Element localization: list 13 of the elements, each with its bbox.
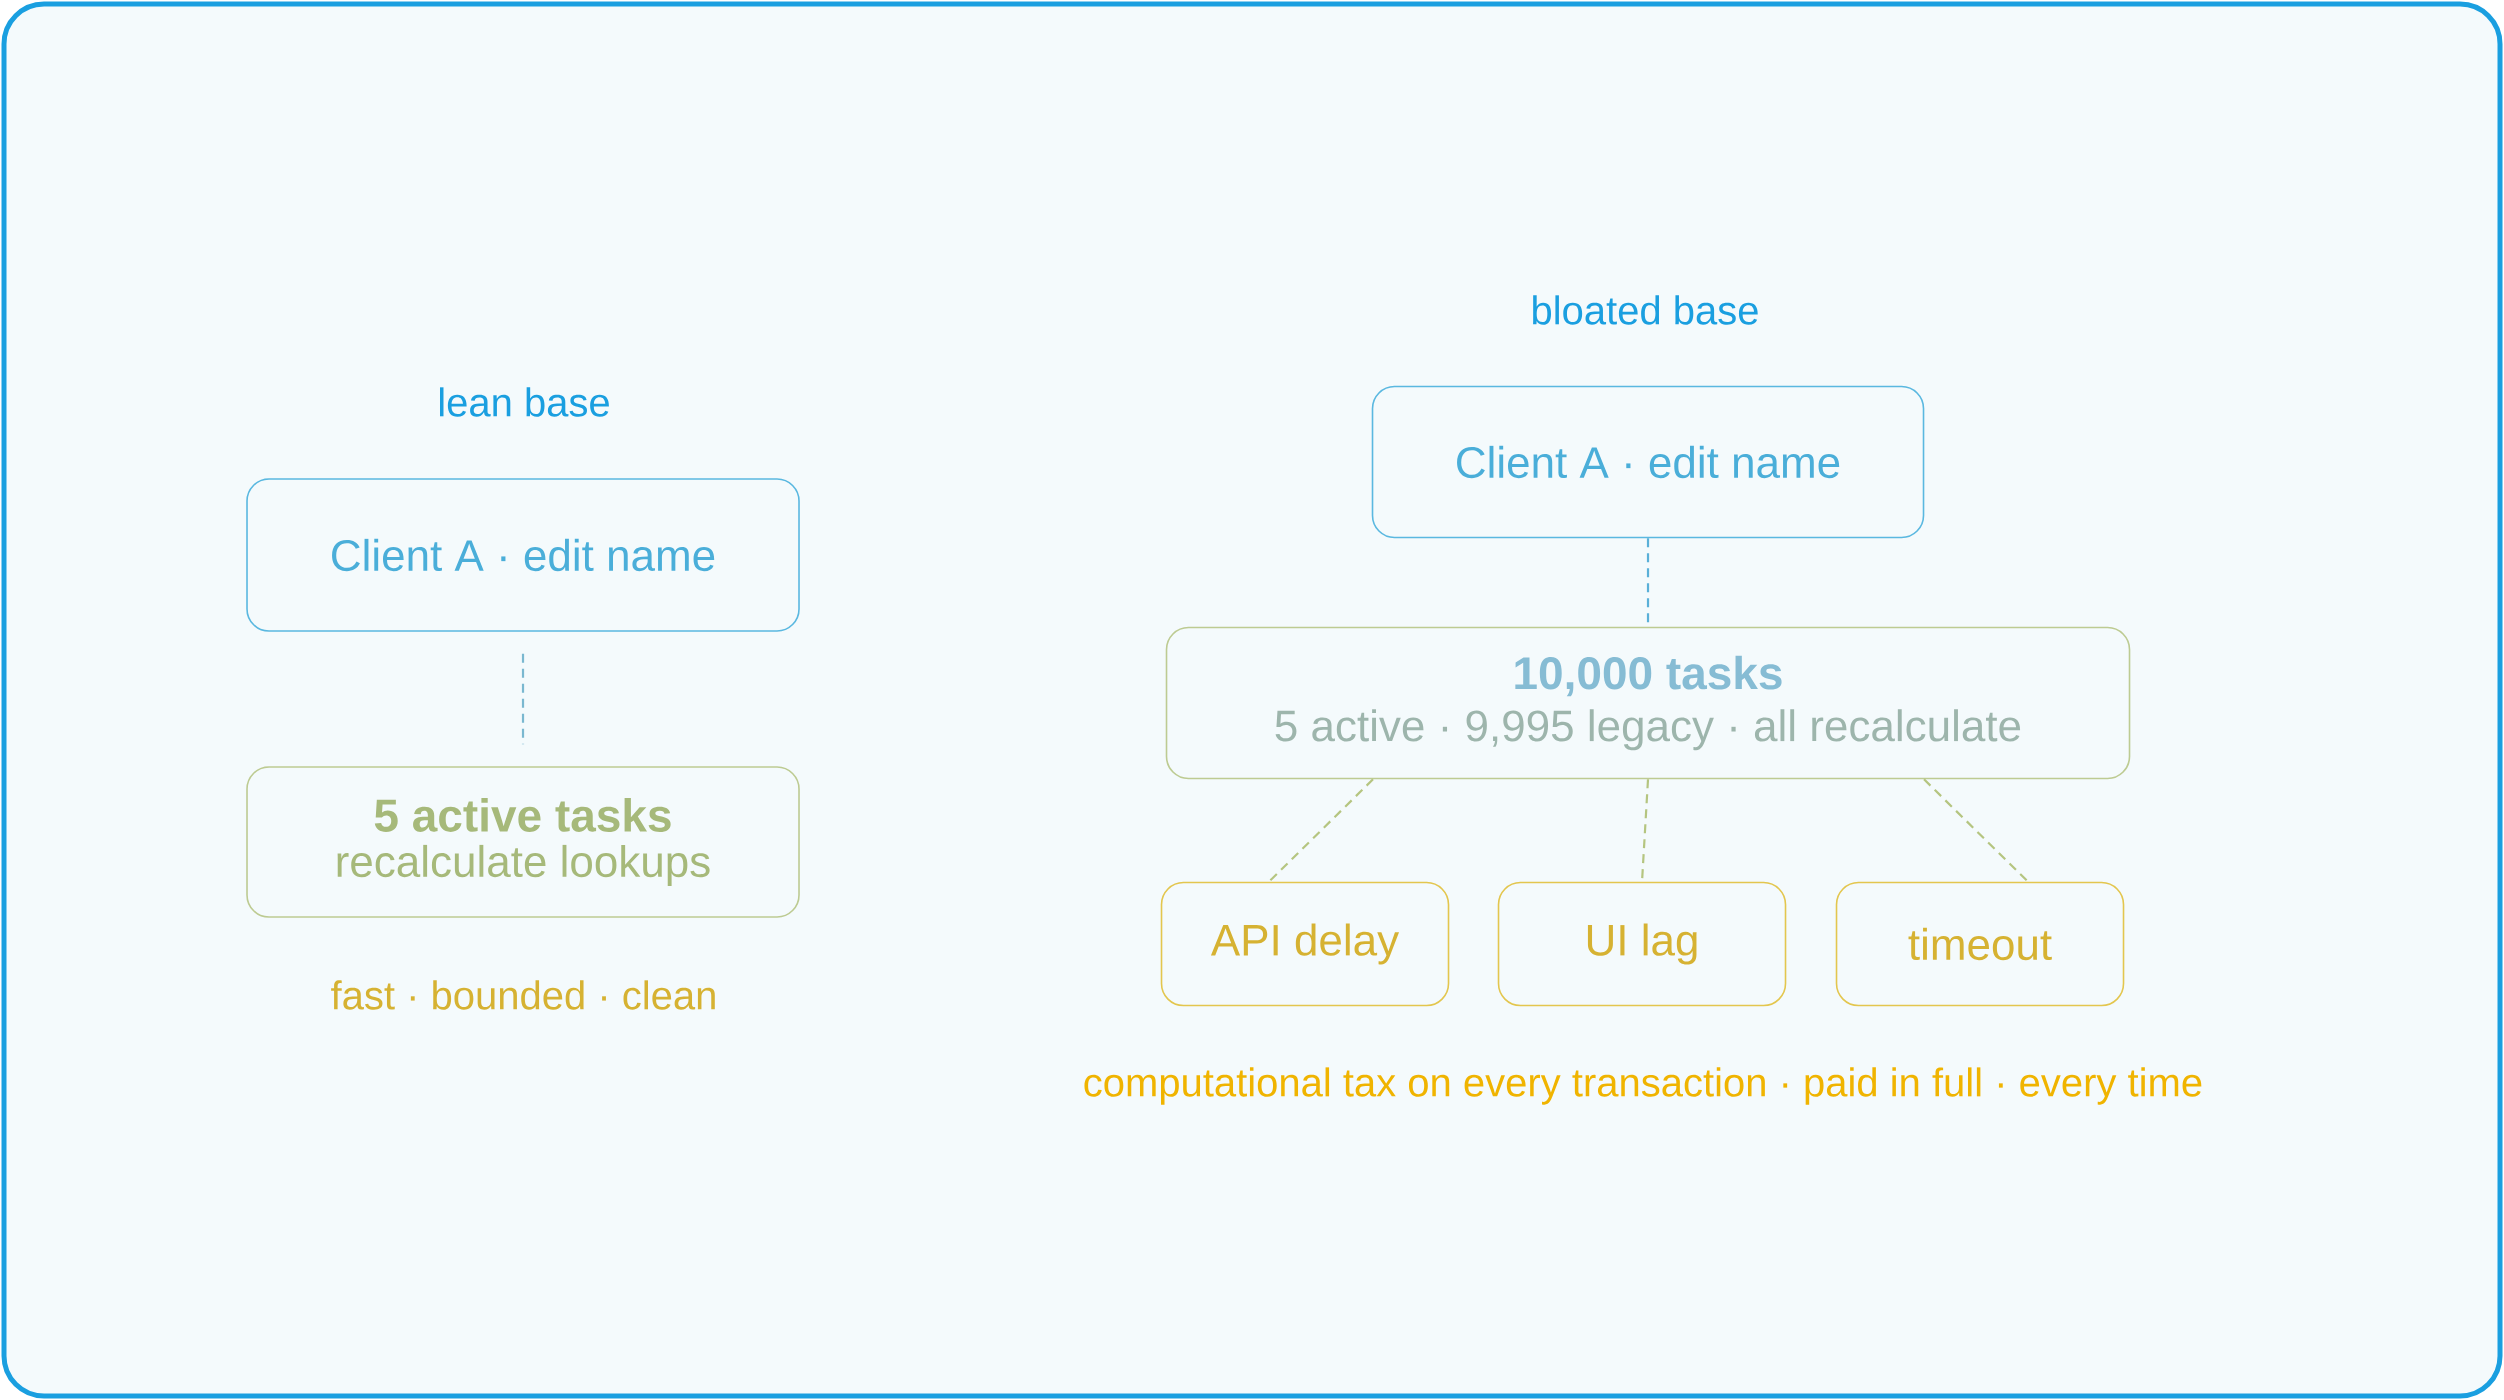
request-box: Client A · edit name xyxy=(1371,385,1925,539)
request-box: Client A · edit name xyxy=(246,478,800,632)
connector-line xyxy=(1268,778,1374,883)
symptom-box: API delay xyxy=(1160,881,1450,1007)
section-heading: bloated base xyxy=(1533,295,1758,325)
symptom-box: UI lag xyxy=(1497,881,1787,1007)
note-text: fast · bounded · clean xyxy=(331,980,715,1010)
symptom-box: timeout xyxy=(1835,881,2125,1007)
note-text: computational tax on every transaction · paid in full · every time xyxy=(1084,1067,2202,1105)
task-box: 10,000 tasks 5 active · 9,995 legacy · all recalculate xyxy=(1165,626,2131,780)
connector-line xyxy=(1923,778,2029,883)
task-box: 5 active tasks recalculate lookups xyxy=(246,766,800,918)
section-heading: lean base xyxy=(439,387,609,417)
